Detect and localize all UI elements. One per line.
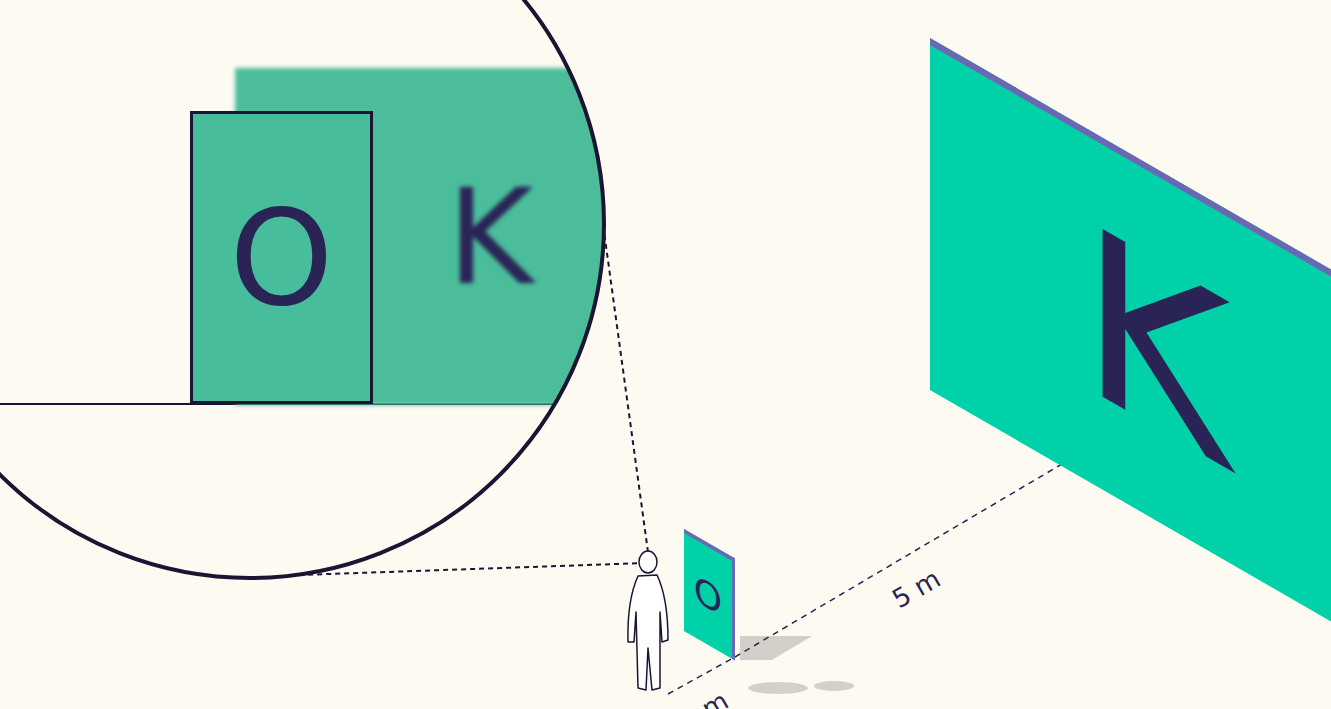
sight-line	[603, 224, 648, 552]
board-letter: O	[694, 570, 722, 622]
sight-line	[300, 563, 646, 575]
far-board: K	[930, 38, 1331, 690]
shadow	[814, 681, 854, 691]
board-shadow	[740, 636, 812, 660]
board-letter: K	[1080, 189, 1231, 506]
board-letter: K	[447, 171, 534, 303]
board-letter: O	[230, 192, 334, 324]
person-shadow	[748, 682, 808, 694]
near-board: O	[684, 529, 735, 660]
magnifier-circle	[0, 0, 604, 578]
dimension-label: 5 m	[888, 565, 944, 613]
dimension-line	[668, 657, 735, 694]
magnified-near-board: O	[190, 111, 373, 404]
dimension-line	[735, 464, 1062, 657]
dimension-label: 1 m	[676, 687, 732, 709]
person-body	[628, 575, 668, 690]
person-head	[639, 551, 657, 573]
